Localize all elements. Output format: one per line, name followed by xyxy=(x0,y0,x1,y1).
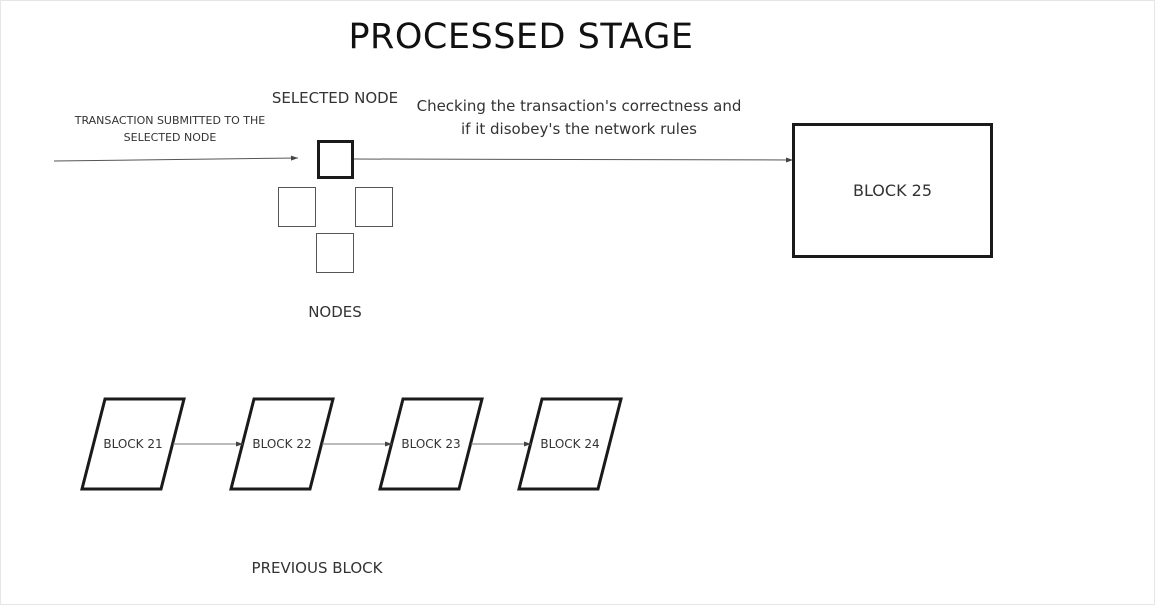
diagram-title: PROCESSED STAGE xyxy=(348,17,694,57)
block-22-shape xyxy=(229,397,335,491)
block-21-label: BLOCK 21 xyxy=(103,437,163,451)
node-left xyxy=(278,187,316,227)
block-25-label: BLOCK 25 xyxy=(852,181,933,200)
block-23-label: BLOCK 23 xyxy=(401,437,461,451)
selected-node-to-block25-arrow xyxy=(353,157,794,163)
selected-node xyxy=(317,140,354,179)
block-25: BLOCK 25 xyxy=(792,123,993,258)
transaction-submitted-label: TRANSACTION SUBMITTED TO THE SELECTED NO… xyxy=(74,114,266,144)
checking-correctness-label: Checking the transaction's correctness a… xyxy=(416,97,742,138)
block-24-shape xyxy=(517,397,623,491)
node-bottom xyxy=(316,233,354,273)
nodes-label: NODES xyxy=(308,303,362,321)
node-right xyxy=(355,187,393,227)
selected-node-label: SELECTED NODE xyxy=(271,89,399,107)
previous-block-label: PREVIOUS BLOCK xyxy=(251,559,383,577)
block-21-shape xyxy=(80,397,186,491)
block-24-label: BLOCK 24 xyxy=(540,437,600,451)
incoming-transaction-arrow xyxy=(53,155,299,162)
block-22-label: BLOCK 22 xyxy=(252,437,312,451)
block-23-shape xyxy=(378,397,484,491)
